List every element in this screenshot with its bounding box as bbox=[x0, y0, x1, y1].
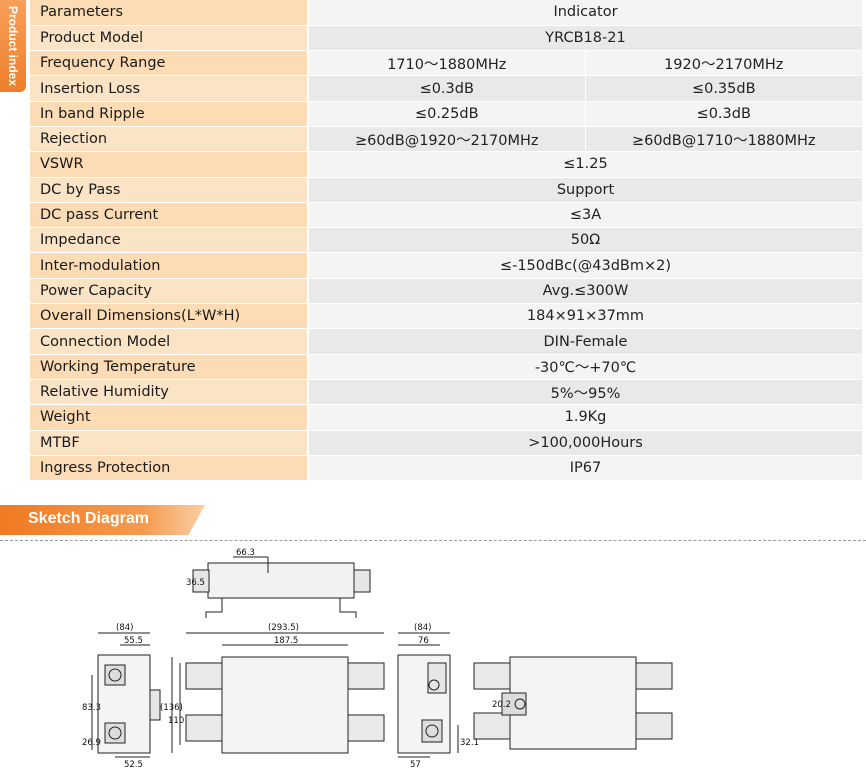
product-index-label: Product index bbox=[6, 5, 20, 87]
dim-right-width-ref: (84) bbox=[414, 623, 431, 633]
table-row: Working Temperature-30℃～+70℃ bbox=[30, 354, 862, 380]
param-label: Weight bbox=[30, 404, 309, 431]
param-value: ≤0.35dB bbox=[584, 75, 862, 102]
param-value: 1920～2170MHz bbox=[584, 50, 862, 77]
dim-front-total: (293.5) bbox=[268, 623, 299, 633]
param-value: 5%～95% bbox=[307, 379, 862, 406]
table-row: MTBF>100,000Hours bbox=[30, 430, 862, 456]
param-label: Inter-modulation bbox=[30, 252, 309, 279]
dim-front-height-ref: (136) bbox=[160, 703, 183, 713]
table-row: VSWR≤1.25 bbox=[30, 151, 862, 178]
param-value: ≤0.25dB bbox=[307, 101, 585, 127]
table-row: Insertion Loss≤0.3dB≤0.35dB bbox=[30, 75, 862, 102]
sketch-diagram-title: Sketch Diagram bbox=[28, 510, 149, 527]
param-value: ≤1.25 bbox=[307, 151, 862, 178]
side-view-right bbox=[397, 632, 459, 758]
param-value: 184×91×37mm bbox=[307, 303, 862, 330]
dim-front-height: 110 bbox=[168, 716, 184, 726]
param-value: DIN-Female bbox=[307, 328, 862, 355]
param-label: DC by Pass bbox=[30, 177, 309, 203]
dim-right-inner: 76 bbox=[418, 636, 429, 646]
table-row: Inter-modulation≤-150dBc(@43dBm×2) bbox=[30, 252, 862, 279]
param-value: ≤-150dBc(@43dBm×2) bbox=[307, 252, 862, 279]
param-label: Overall Dimensions(L*W*H) bbox=[30, 303, 309, 330]
param-label: Rejection bbox=[30, 126, 309, 153]
product-index-tab: Product index bbox=[0, 0, 26, 92]
param-label: Impedance bbox=[30, 227, 309, 254]
section-divider bbox=[0, 540, 866, 541]
dim-back-small: 20.2 bbox=[492, 700, 511, 710]
dim-side-width-ref: (84) bbox=[116, 623, 133, 633]
param-label: Insertion Loss bbox=[30, 75, 309, 102]
param-value: 50Ω bbox=[307, 227, 862, 254]
table-row: DC pass Current≤3A bbox=[30, 202, 862, 229]
back-view bbox=[473, 656, 673, 750]
param-value: IP67 bbox=[307, 455, 862, 482]
table-row: Rejection≥60dB@1920～2170MHz≥60dB@1710～18… bbox=[30, 126, 862, 153]
param-value: -30℃～+70℃ bbox=[307, 354, 862, 380]
table-row: In band Ripple≤0.25dB≤0.3dB bbox=[30, 101, 862, 127]
param-label: Power Capacity bbox=[30, 278, 309, 305]
param-value: ≤0.3dB bbox=[307, 75, 585, 102]
header-indicator: Indicator bbox=[307, 0, 862, 26]
param-label: In band Ripple bbox=[30, 101, 309, 127]
param-label: Connection Model bbox=[30, 328, 309, 355]
top-view bbox=[192, 556, 371, 618]
dim-side-h1: 83.3 bbox=[82, 703, 101, 713]
param-label: Frequency Range bbox=[30, 50, 309, 77]
dim-side-bottom: 52.5 bbox=[124, 760, 143, 770]
param-label: DC pass Current bbox=[30, 202, 309, 229]
dim-right-bottom: 57 bbox=[410, 760, 421, 770]
param-label: Working Temperature bbox=[30, 354, 309, 380]
dim-right-small: 32.1 bbox=[460, 738, 479, 748]
param-label: Relative Humidity bbox=[30, 379, 309, 406]
front-view bbox=[171, 632, 385, 754]
dim-side-h2: 26.9 bbox=[82, 738, 101, 748]
dim-front-inner: 187.5 bbox=[274, 636, 298, 646]
param-value: Support bbox=[307, 177, 862, 203]
sketch-diagram-header: Sketch Diagram bbox=[0, 505, 205, 535]
param-label: VSWR bbox=[30, 151, 309, 178]
param-value: ≤0.3dB bbox=[584, 101, 862, 127]
param-label: MTBF bbox=[30, 430, 309, 456]
param-value: ≤3A bbox=[307, 202, 862, 229]
sketch-drawing: 66.3 36.5 (84) 55.5 83.3 26.9 52.5 (293.… bbox=[82, 548, 673, 770]
param-value: ≥60dB@1920～2170MHz bbox=[307, 126, 585, 153]
param-value: 1.9Kg bbox=[307, 404, 862, 431]
param-value: ≥60dB@1710～1880MHz bbox=[584, 126, 862, 153]
side-view-left bbox=[91, 632, 161, 758]
param-value: YRCB18-21 bbox=[307, 25, 862, 52]
table-row: Overall Dimensions(L*W*H)184×91×37mm bbox=[30, 303, 862, 330]
dim-side-inner: 55.5 bbox=[124, 636, 143, 646]
header-parameters: Parameters bbox=[30, 0, 309, 26]
param-value: 1710～1880MHz bbox=[307, 50, 585, 77]
dim-top-width: 66.3 bbox=[236, 548, 255, 558]
param-value: >100,000Hours bbox=[307, 430, 862, 456]
param-value: Avg.≤300W bbox=[307, 278, 862, 305]
param-label: Ingress Protection bbox=[30, 455, 309, 482]
dim-top-height: 36.5 bbox=[186, 578, 205, 588]
param-label: Product Model bbox=[30, 25, 309, 52]
